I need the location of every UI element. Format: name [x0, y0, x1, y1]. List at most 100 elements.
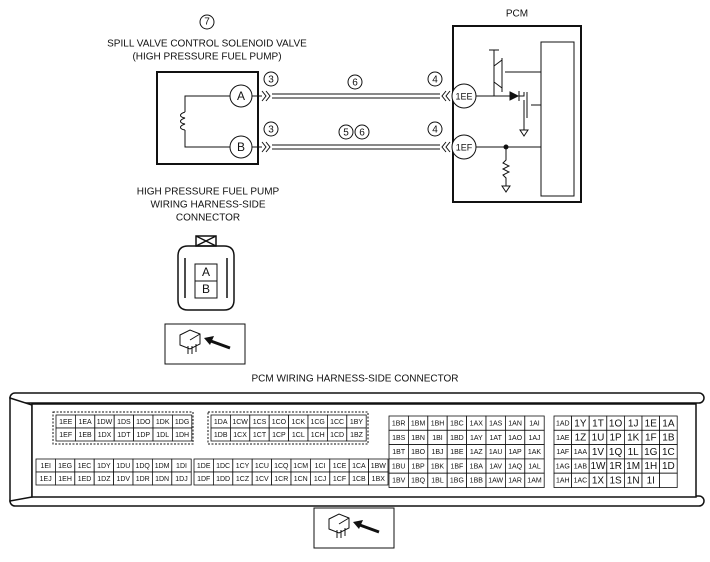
connector-pin-label: 1DM: [155, 463, 170, 470]
pcm-ic-block: [540, 41, 575, 197]
connector-pin-label: 1CY: [236, 463, 250, 470]
connector-pin-label: 1CW: [232, 419, 248, 426]
connector-pin-label: 1DZ: [97, 476, 111, 483]
harness-title-line1: HIGH PRESSURE FUEL PUMP: [137, 187, 280, 198]
connector-pin-label: 1W: [591, 461, 607, 472]
connector-pin-label: 1AA: [574, 449, 588, 456]
connector-pin-label: 1DT: [117, 432, 131, 439]
connector-pin-label: 1BQ: [411, 478, 426, 485]
connector-pin-label: 1BH: [431, 420, 445, 427]
connector-pin-label: 1M: [626, 461, 640, 472]
connector-pin-label: 1J: [628, 418, 639, 429]
connector-pin-label: 1DB: [214, 432, 228, 439]
connector-pin-label: 1BI: [432, 435, 443, 442]
harness-pin-b: B: [202, 282, 210, 296]
connector-pin-label: 1N: [627, 475, 640, 486]
connector-pin-label: 1CR: [274, 476, 288, 483]
connector-pin-label: 1E: [645, 418, 658, 429]
connector-pin-label: 1AB: [574, 463, 588, 470]
terminal-a-label: A: [237, 89, 245, 103]
connector-pin-label: 1T: [592, 418, 604, 429]
pcm-terminal-1ee-label: 1EE: [455, 91, 472, 101]
wire-a-left-number: 3: [268, 75, 274, 86]
connector-pin-label: 1A: [662, 418, 675, 429]
connector-pin-label: 1AG: [556, 463, 570, 470]
wire-a: [252, 90, 451, 102]
connector-pin-label: 1DH: [175, 432, 189, 439]
connector-pin-label: 1AX: [470, 420, 484, 427]
wire-a-right-number: 4: [432, 75, 438, 86]
connector-pin-label: 1BB: [470, 478, 484, 485]
pcm-connector-view-icon: [313, 507, 395, 549]
connector-pin-label: 1CL: [292, 432, 305, 439]
connector-pin-label: 1DP: [136, 432, 150, 439]
connector-pin-label: 1AD: [556, 420, 570, 427]
connector-pin-label: 1BJ: [431, 449, 443, 456]
connector-pin-label: 1BV: [392, 478, 406, 485]
connector-pin-label: 1CK: [291, 419, 305, 426]
connector-pin-label: 1DS: [117, 419, 131, 426]
connector-pin-label: 1DO: [136, 419, 151, 426]
connector-pin-label: 1DX: [98, 432, 112, 439]
wire-b-mid-circle-2: [354, 124, 370, 140]
connector-pin-label: 1AF: [556, 449, 569, 456]
block1-top-frame: [52, 411, 194, 445]
connector-pin-cell: [346, 427, 367, 442]
wire-a-right-circle: [427, 71, 443, 87]
connector-pin-label: 1DU: [116, 463, 130, 470]
connector-pin-label: 1DA: [214, 419, 228, 426]
connector-pin-label: 1ED: [78, 476, 92, 483]
connector-pin-label: 1BT: [392, 449, 406, 456]
terminal-b-label: B: [237, 140, 245, 154]
connector-pin-label: 1EH: [58, 476, 72, 483]
connector-pin-cell: [171, 471, 192, 486]
connector-pin-label: 1U: [592, 433, 605, 444]
connector-pin-label: 1BZ: [350, 432, 364, 439]
connector-pin-label: 1CJ: [314, 476, 326, 483]
connector-pin-label: 1AH: [556, 478, 570, 485]
wire-a-left-circle: [263, 71, 279, 87]
connector-pin-label: 1BP: [411, 463, 425, 470]
connector-pin-label: 1CS: [253, 419, 267, 426]
connector-pin-label: 1BY: [350, 419, 364, 426]
connector-pin-label: 1AR: [508, 478, 522, 485]
pcm-label: PCM: [506, 9, 528, 20]
wire-b-mid-number-1: 5: [343, 128, 349, 139]
connector-pin-label: 1DE: [197, 463, 211, 470]
connector-pin-label: 1CQ: [274, 463, 289, 470]
connector-pin-label: 1AL: [528, 463, 541, 470]
connector-view-icon: [164, 323, 246, 365]
coil-icon: [180, 95, 230, 148]
connector-pin-label: 1AE: [556, 435, 570, 442]
pcm-connector-title: PCM WIRING HARNESS-SIDE CONNECTOR: [251, 374, 458, 385]
connector-pin-label: 1DJ: [175, 476, 187, 483]
connector-pin-cell: [368, 471, 389, 486]
connector-pin-label: 1CC: [330, 419, 344, 426]
connector-pin-label: 1X: [592, 475, 605, 486]
connector-pin-label: 1CD: [330, 432, 344, 439]
wire-b-left-number: 3: [268, 125, 274, 136]
wire-b-left-circle: [263, 121, 279, 137]
connector-pin-label: 1AS: [489, 420, 503, 427]
connector-pin-label: 1DQ: [135, 463, 150, 470]
connector-pin-label: 1EI: [40, 463, 51, 470]
wire-b-right-number: 4: [432, 125, 438, 136]
connector-pin-label: 1DW: [97, 419, 113, 426]
connector-pin-label: 1DY: [97, 463, 111, 470]
solenoid-body: [156, 71, 259, 165]
connector-pin-label: 1R: [609, 461, 622, 472]
connector-pin-label: 1EF: [59, 432, 72, 439]
connector-pin-label: 1C: [662, 447, 675, 458]
connector-pin-label: 1BE: [450, 449, 464, 456]
connector-pin-label: 1DV: [116, 476, 130, 483]
connector-pin-label: 1BX: [372, 476, 386, 483]
wire-b-mid-number-2: 6: [359, 128, 365, 139]
connector-pin-label: 1EA: [78, 419, 92, 426]
connector-pin-label: 1CM: [293, 463, 308, 470]
connector-pin-cell: [524, 472, 545, 488]
connector-pin-label: 1Q: [609, 447, 623, 458]
connector-pin-label: 1BW: [371, 463, 387, 470]
component-number-circle: [199, 14, 215, 30]
connector-pin-cell: [659, 472, 678, 488]
